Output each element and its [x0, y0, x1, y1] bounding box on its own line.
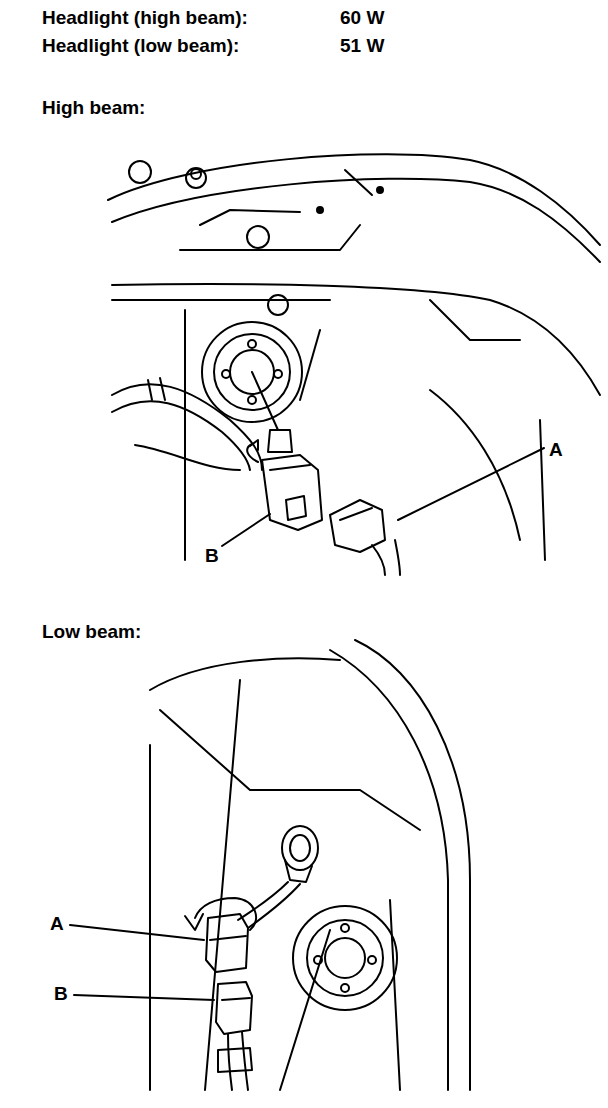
high-beam-view	[108, 154, 600, 575]
wattage-value: 51 W	[340, 36, 384, 57]
wattage-value: 60 W	[340, 8, 384, 29]
view-heading: Low beam:	[42, 622, 141, 643]
callout-letter: B	[54, 984, 68, 1005]
callout-letter: B	[205, 546, 219, 567]
callout-letter: A	[50, 914, 64, 935]
spec-label: Headlight (low beam):	[42, 36, 239, 57]
callout-letter: A	[549, 440, 563, 461]
view-heading: High beam:	[42, 98, 145, 119]
low-beam-view	[70, 640, 470, 1090]
spec-label: Headlight (high beam):	[42, 8, 248, 29]
